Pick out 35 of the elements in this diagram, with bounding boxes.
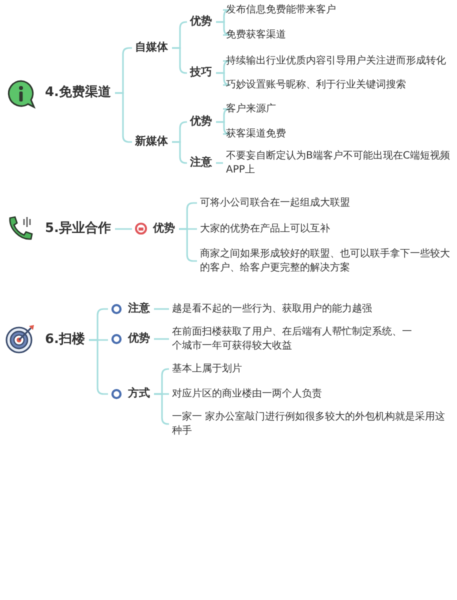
leaf-text: 不要妄自断定认为B端客户不可能出现在C端短视频APP上 xyxy=(226,150,451,176)
leaf-text: 对应片区的商业楼由一两个人负责 xyxy=(172,387,322,401)
branch-label: 注意 xyxy=(128,302,150,316)
branch-label: 优势 xyxy=(190,114,212,130)
branch-label: 注意 xyxy=(190,156,212,170)
leaf-text: 在前面扫楼获取了用户、在后端有人帮忙制定系统、一个城市一年可获得较大收益 xyxy=(172,326,412,352)
leaf-text: 持续输出行业优质内容引导用户关注进而形成转化 xyxy=(226,54,446,68)
topic-label: 4.免费渠道 xyxy=(45,84,111,102)
leaf-text: 获客渠道免费 xyxy=(226,127,286,141)
leaf-text: 可将小公司联合在一起组成大联盟 xyxy=(200,196,350,210)
leaf-text: 免费获客渠道 xyxy=(226,28,286,42)
branch-label: 技巧 xyxy=(190,66,212,80)
topic-label: 6.扫楼 xyxy=(45,331,85,349)
connector-line xyxy=(216,21,231,36)
topic-label: 5.异业合作 xyxy=(45,220,111,238)
leaf-text: 客户来源广 xyxy=(226,102,276,116)
connector-line xyxy=(216,72,231,86)
leaf-text: 商家之间如果形成较好的联盟、也可以联手拿下一些较大的客户、给客户更完整的解决方案 xyxy=(200,248,450,274)
connector-line xyxy=(216,162,223,164)
leaf-text: 巧妙设置账号昵称、利于行业关键词搜索 xyxy=(226,78,406,92)
leaf-text: 越是看不起的一些行为、获取用户的能力越强 xyxy=(172,302,372,316)
leaf-text: 一家一 家办公室敲门进行例如很多较大的外包机构就是采用这种手 xyxy=(172,410,446,438)
branch-label: 优势 xyxy=(153,222,175,236)
branch-label: 优势 xyxy=(190,14,212,30)
leaf-text: 基本上属于划片 xyxy=(172,362,242,376)
connector-line xyxy=(154,338,169,340)
leaf-text: 发布信息免费能带来客户 xyxy=(226,3,336,17)
branch-label: 方式 xyxy=(128,386,150,402)
connector-line xyxy=(114,228,132,230)
branch-node xyxy=(135,220,175,238)
branch-label: 新媒体 xyxy=(135,134,168,150)
leaf-text: 大家的优势在产品上可以互补 xyxy=(200,222,330,236)
branch-label: 优势 xyxy=(128,332,150,346)
branch-label: 自媒体 xyxy=(135,40,168,56)
connector-line xyxy=(154,308,169,310)
